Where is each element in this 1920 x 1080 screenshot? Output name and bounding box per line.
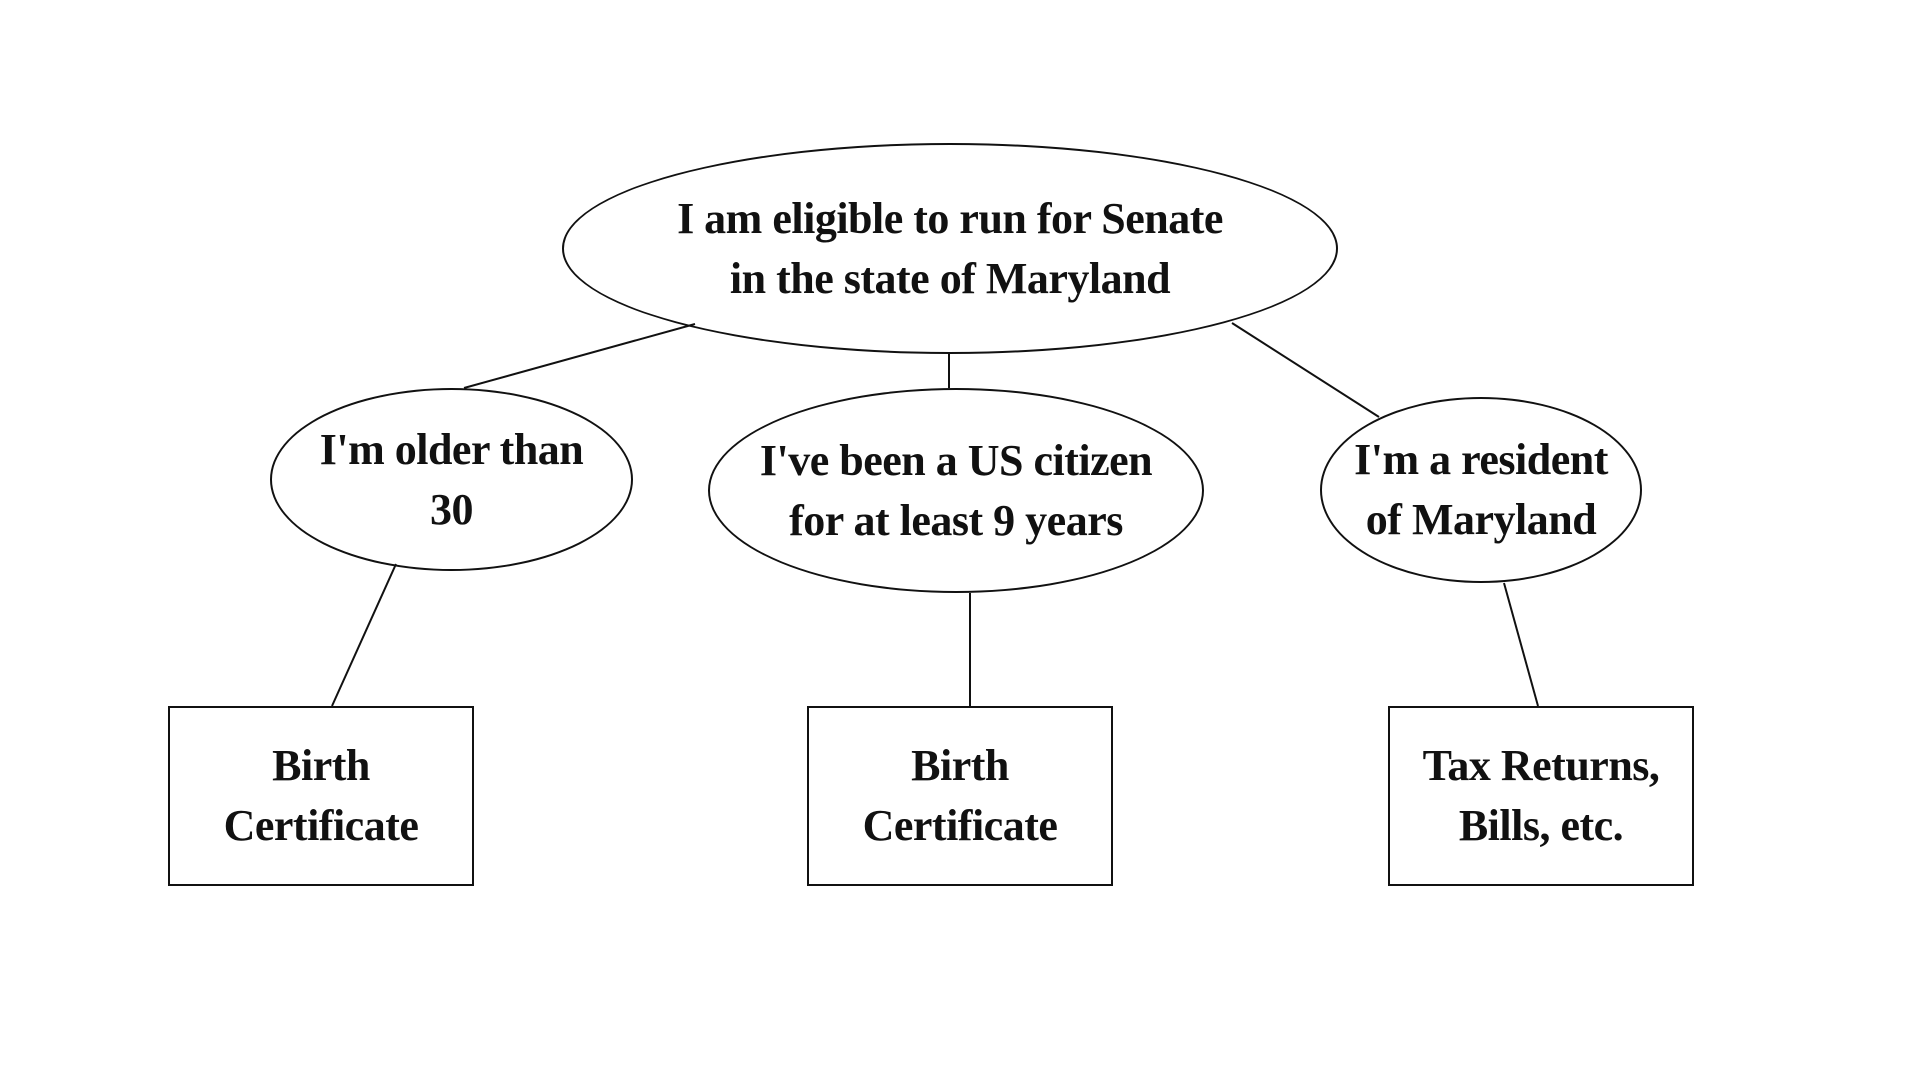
condition-citizenship-node: I've been a US citizen for at least 9 ye… — [708, 388, 1204, 593]
condition-residency-node: I'm a resident of Maryland — [1320, 397, 1642, 583]
edge-age-to-evidence — [331, 563, 397, 707]
condition-age-node: I'm older than 30 — [270, 388, 633, 571]
edge-root-to-age — [463, 323, 696, 389]
root-node: I am eligible to run for Senate in the s… — [562, 143, 1338, 354]
evidence-citizenship-box: Birth Certificate — [807, 706, 1113, 886]
condition-age-label: I'm older than 30 — [319, 424, 584, 534]
edge-root-to-residency — [1231, 322, 1380, 418]
evidence-age-box: Birth Certificate — [168, 706, 474, 886]
evidence-residency-label: Tax Returns, Bills, etc. — [1422, 741, 1660, 850]
edge-residency-to-evidence — [1503, 582, 1539, 707]
condition-residency-label: I'm a resident of Maryland — [1354, 435, 1608, 544]
root-label: I am eligible to run for Senate in the s… — [677, 193, 1223, 303]
condition-citizenship-label: I've been a US citizen for at least 9 ye… — [759, 435, 1153, 545]
evidence-age-label: Birth Certificate — [223, 741, 419, 850]
evidence-citizenship-label: Birth Certificate — [862, 741, 1058, 850]
evidence-residency-box: Tax Returns, Bills, etc. — [1388, 706, 1694, 886]
